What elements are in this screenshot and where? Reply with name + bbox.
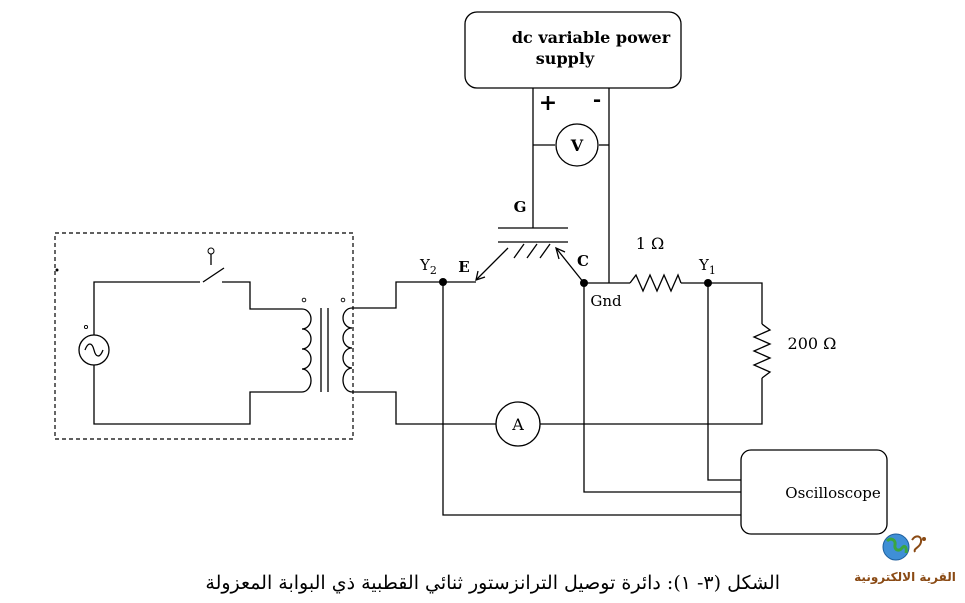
voltmeter: V <box>555 123 599 167</box>
resistor-200-ohm-label: 200 Ω <box>788 334 837 353</box>
y1-label: Y1 <box>698 256 716 277</box>
ammeter: A <box>495 401 541 447</box>
voltmeter-label: V <box>570 136 584 155</box>
ac-source-circuit <box>78 281 302 425</box>
figure-caption: الشكل (٣- ١): دائرة توصيل الترانزستور ثن… <box>205 572 780 594</box>
resistor-200-ohm: 200 Ω <box>752 323 837 379</box>
power-supply-label-line2: supply <box>536 49 595 68</box>
power-supply-label-line1: dc variable power <box>512 28 671 47</box>
igbt-transistor: G E C Gnd <box>458 198 622 310</box>
transformer <box>301 297 353 393</box>
junction-collector <box>580 279 588 287</box>
supply-wiring <box>532 88 610 283</box>
ac-sine-icon <box>84 343 104 357</box>
logo-text: القرية الالكترونية <box>854 570 956 584</box>
resistor-1-ohm: 1 Ω <box>629 234 682 293</box>
collector-label: C <box>577 252 589 270</box>
globe-icon <box>882 533 926 561</box>
ammeter-label: A <box>511 415 524 434</box>
plus-terminal-label: + <box>539 90 557 116</box>
switch <box>202 247 225 283</box>
minus-terminal-label: - <box>593 87 601 111</box>
emitter-label: E <box>458 258 469 276</box>
main-wiring <box>352 281 763 516</box>
junction-y1 <box>704 279 712 287</box>
ac-source-enclosure <box>54 232 354 440</box>
oscilloscope: Oscilloscope <box>740 449 888 535</box>
junction-dots <box>439 278 712 287</box>
gate-label: G <box>514 198 527 216</box>
dc-power-supply: dc variable power supply + - <box>464 11 682 116</box>
junction-y2 <box>439 278 447 286</box>
oscilloscope-label: Oscilloscope <box>785 484 881 502</box>
resistor-1-ohm-label: 1 Ω <box>636 234 665 253</box>
y2-label: Y2 <box>419 256 437 277</box>
ground-label: Gnd <box>590 292 622 310</box>
